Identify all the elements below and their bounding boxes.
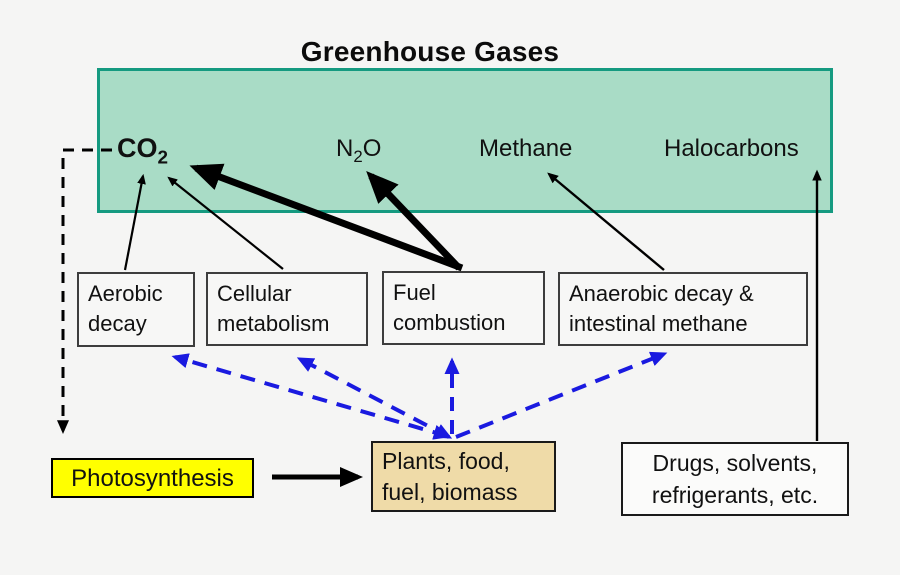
plants-food-fuel-biomass-box: Plants, food, fuel, biomass — [371, 441, 556, 512]
arrow-plants-to-cellular-metabolism — [296, 357, 453, 439]
drugs-box-line: Drugs, solvents, — [652, 450, 818, 476]
source-box-line: Aerobic — [88, 281, 163, 306]
plants-box-line: fuel, biomass — [382, 479, 518, 505]
source-box-line: metabolism — [217, 311, 330, 336]
diagram-title: Greenhouse Gases — [300, 36, 560, 67]
plants-box-line: Plants, food, — [382, 448, 510, 474]
gas-label-methane: Methane — [479, 135, 573, 162]
drugs-box-line: refrigerants, etc. — [651, 482, 819, 508]
arrow-plants-to-aerobic-decay — [171, 353, 451, 440]
source-box-line: Cellular — [217, 281, 292, 306]
gas-label-halocarbons: Halocarbons — [664, 135, 799, 162]
source-box-line: decay — [88, 311, 147, 336]
source-box-line: Fuel — [393, 280, 436, 305]
source-box-line: intestinal methane — [569, 311, 748, 336]
photosynthesis-box: Photosynthesis — [51, 458, 254, 498]
source-box-cellular-metabolism: Cellular metabolism — [206, 272, 368, 346]
source-box-line: combustion — [393, 310, 506, 335]
drugs-solvents-box: Drugs, solvents, refrigerants, etc. — [621, 442, 849, 516]
source-box-line: Anaerobic decay & — [569, 281, 754, 306]
gas-label-n2o: N2O — [336, 135, 382, 166]
gas-label-co2: CO2 — [117, 133, 169, 169]
source-box-aerobic-decay: Aerobic decay — [77, 272, 195, 347]
source-box-fuel-combustion: Fuel combustion — [382, 271, 545, 345]
arrow-plants-to-anaerobic-decay — [455, 351, 668, 439]
source-box-anaerobic-decay: Anaerobic decay & intestinal methane — [558, 272, 808, 346]
